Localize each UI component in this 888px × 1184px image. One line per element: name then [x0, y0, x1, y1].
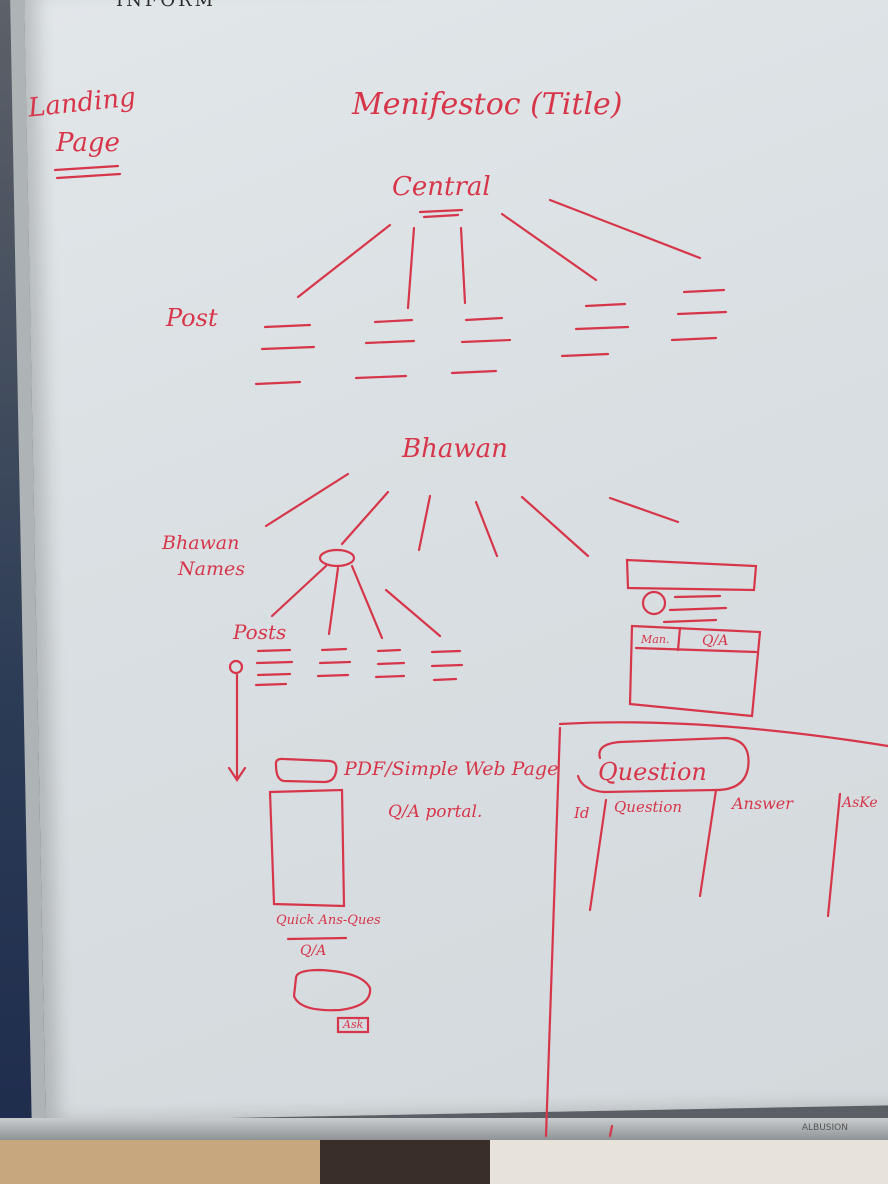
pdf-label: PDF/Simple Web Page [344, 758, 559, 780]
floor [0, 1140, 888, 1184]
column-asked: AsKe [842, 795, 878, 811]
cut-off-heading: INFORM [116, 0, 217, 11]
column-id: Id [574, 804, 590, 822]
question-heading: Question [598, 758, 707, 786]
central-label: Central [392, 172, 491, 202]
mini-tab-man: Man. [641, 633, 670, 646]
tray-brand: ALBUSION [801, 1123, 848, 1133]
column-question: Question [614, 798, 683, 816]
mini-tab-qa: Q/A [702, 633, 729, 649]
column-answer: Answer [732, 794, 793, 813]
bhawan-names-label-2: Names [178, 558, 245, 580]
post-label: Post [166, 304, 218, 332]
landing-page-label-2: Page [56, 128, 120, 158]
posts-label: Posts [233, 620, 287, 644]
qa-portal-label: Q/A portal. [388, 802, 483, 822]
title-label: Menifestoc (Title) [352, 87, 623, 122]
quick-ans-ques-label: Quick Ans-Ques [276, 913, 381, 928]
bhawan-label: Bhawan [402, 434, 508, 464]
ask-label: Ask [343, 1018, 364, 1031]
bhawan-names-label: Bhawan [162, 532, 240, 554]
marker-tray: ALBUSION [0, 1118, 888, 1140]
qa-small-label: Q/A [300, 943, 327, 959]
